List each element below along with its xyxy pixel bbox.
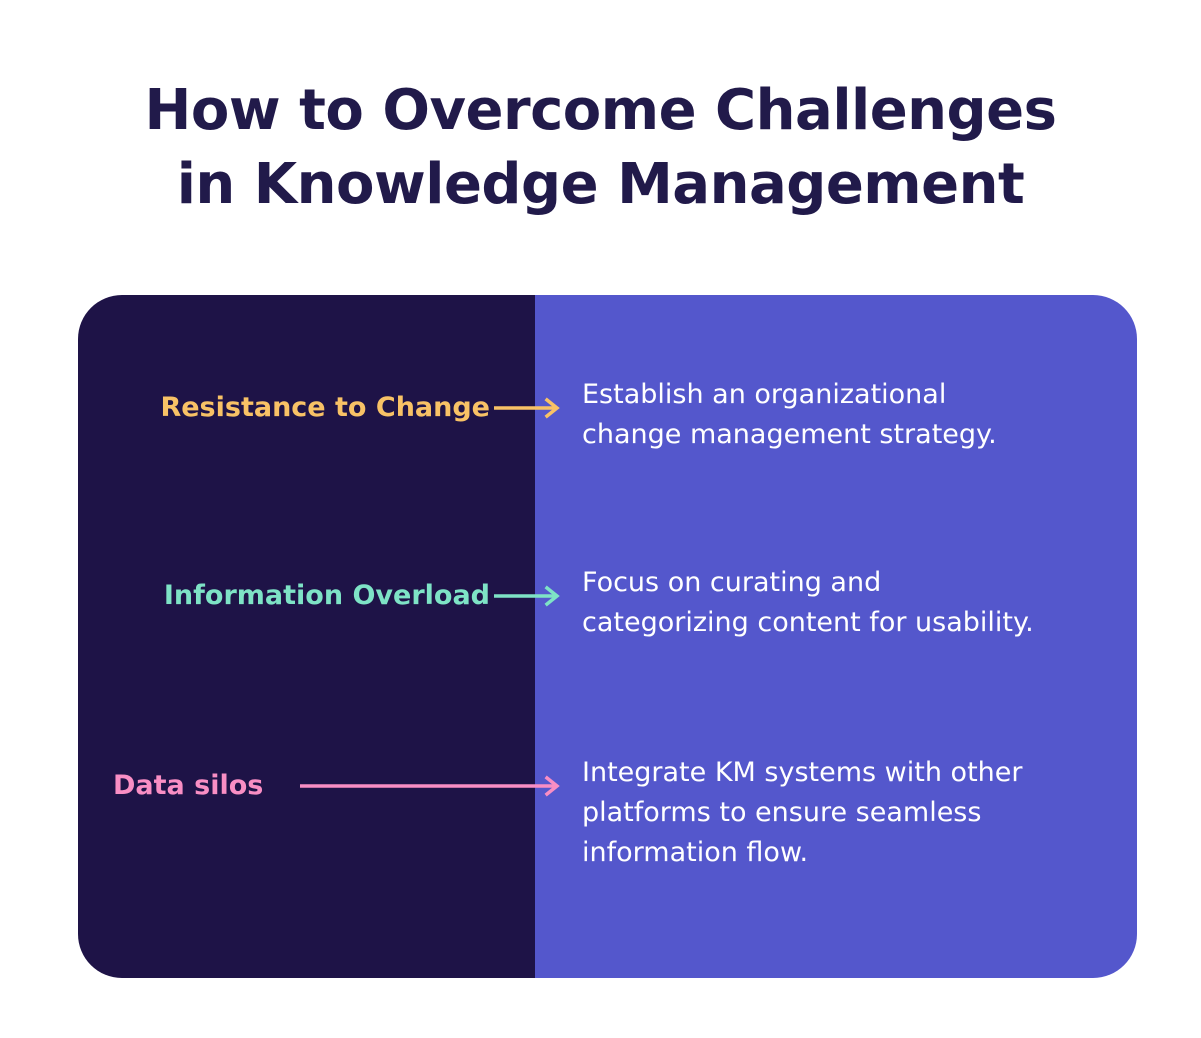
arrow-icon-1 <box>494 397 566 419</box>
page-title: How to Overcome Challenges in Knowledge … <box>0 74 1201 222</box>
solution-line: platforms to ensure seamless <box>582 797 982 828</box>
solution-text-3: Integrate KM systems with other platform… <box>582 753 1112 873</box>
challenge-solution-rows: Resistance to Change Establish an organi… <box>78 295 1137 978</box>
solution-text-1: Establish an organizational change manag… <box>582 375 1112 455</box>
challenge-label-3: Data silos <box>113 770 264 801</box>
card-left-panel <box>78 295 535 978</box>
solution-line: Integrate KM systems with other <box>582 757 1023 788</box>
page-title-line-2: in Knowledge Management <box>176 152 1025 217</box>
solution-line: information flow. <box>582 837 809 868</box>
solution-text-2: Focus on curating and categorizing conte… <box>582 563 1112 643</box>
arrow-icon-3 <box>300 775 566 797</box>
solution-line: change management strategy. <box>582 419 997 450</box>
solution-line: Focus on curating and <box>582 567 882 598</box>
challenge-label-1: Resistance to Change <box>160 392 490 423</box>
content-card <box>78 295 1137 978</box>
solution-line: Establish an organizational <box>582 379 947 410</box>
challenge-label-2: Information Overload <box>163 580 490 611</box>
card-right-panel <box>535 295 1137 978</box>
page-title-line-1: How to Overcome Challenges <box>144 78 1057 143</box>
arrow-icon-2 <box>494 585 566 607</box>
solution-line: categorizing content for usability. <box>582 607 1034 638</box>
